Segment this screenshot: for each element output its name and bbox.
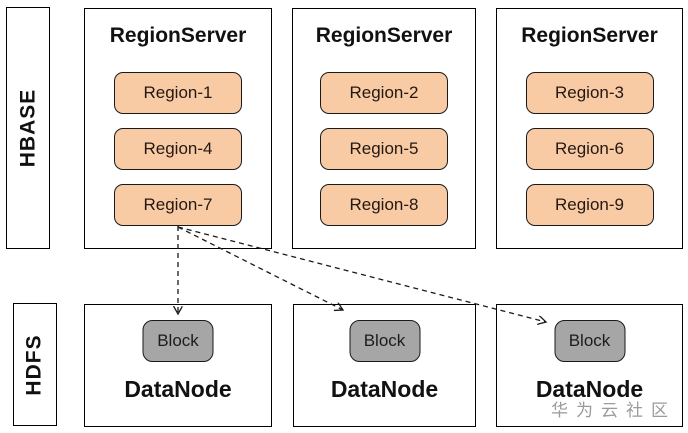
region-chip-5: Region-5 (320, 128, 448, 170)
datanode-box-2: Block DataNode (293, 304, 476, 427)
regionserver-box-2: RegionServer Region-2 Region-5 Region-8 (292, 8, 476, 249)
datanode-title: DataNode (330, 376, 439, 402)
regionserver-box-3: RegionServer Region-3 Region-6 Region-9 (496, 8, 683, 249)
hdfs-layer-label: HDFS (23, 333, 47, 396)
block-chip-2: Block (349, 320, 420, 362)
region-chip-7: Region-7 (114, 184, 242, 226)
watermark-text: 华为云社区 (551, 401, 676, 420)
hdfs-layer-box: HDFS (13, 303, 57, 426)
region-chip-6: Region-6 (525, 128, 654, 170)
datanode-box-1: Block DataNode (84, 304, 272, 427)
region-chip-8: Region-8 (320, 184, 448, 226)
hbase-layer-label: HBASE (16, 88, 40, 168)
regionserver-box-1: RegionServer Region-1 Region-4 Region-7 (84, 8, 272, 249)
region-chip-1: Region-1 (114, 72, 242, 114)
regionserver-title: RegionServer (315, 24, 453, 47)
datanode-title: DataNode (124, 376, 232, 402)
block-chip-1: Block (142, 320, 214, 362)
datanode-box-3: Block DataNode (496, 304, 683, 427)
region-chip-4: Region-4 (114, 128, 242, 170)
region-chip-2: Region-2 (320, 72, 448, 114)
datanode-title: DataNode (535, 376, 644, 402)
regionserver-title: RegionServer (521, 24, 658, 47)
region-chip-9: Region-9 (525, 184, 654, 226)
region-chip-3: Region-3 (525, 72, 654, 114)
regionserver-title: RegionServer (109, 24, 247, 47)
hbase-layer-box: HBASE (6, 7, 50, 249)
block-chip-3: Block (554, 320, 625, 362)
